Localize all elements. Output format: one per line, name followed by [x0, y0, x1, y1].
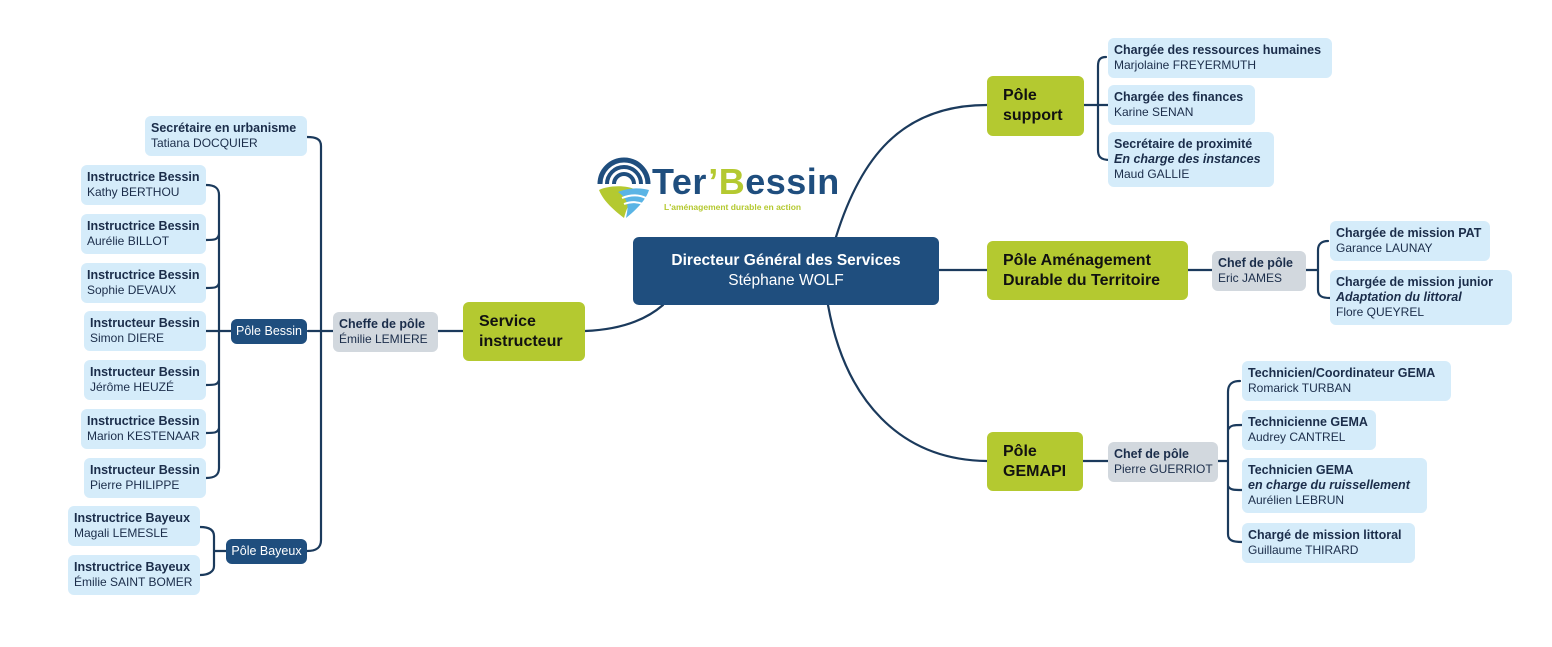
chef-de-pole-card[interactable]: Chef de pôle Pierre GUERRIOT — [1108, 442, 1218, 482]
member-card[interactable]: Technicienne GEMA Audrey CANTREL — [1242, 410, 1376, 450]
link-root-gemapi — [826, 303, 989, 463]
link-chef-vertical — [305, 135, 335, 553]
pole-amenagement[interactable]: Pôle Aménagement Durable du Territoire — [987, 241, 1188, 300]
service-instructeur[interactable]: Service instructeur — [463, 302, 585, 361]
member-card[interactable]: Instructrice Bessin Aurélie BILLOT — [81, 214, 206, 254]
member-card[interactable]: Chargée des ressources humaines Marjolai… — [1108, 38, 1332, 78]
pole-bayeux-tag[interactable]: Pôle Bayeux — [226, 539, 307, 564]
member-card[interactable]: Instructrice Bessin Sophie DEVAUX — [81, 263, 206, 303]
link-root-support — [834, 103, 989, 239]
member-card[interactable]: Instructeur Bessin Simon DIERE — [84, 311, 206, 351]
member-card[interactable]: Technicien GEMA en charge du ruisselleme… — [1242, 458, 1427, 513]
link-gemapi-bracket — [1215, 379, 1244, 544]
root-dgs[interactable]: Directeur Général des Services Stéphane … — [633, 237, 939, 305]
link-support-bracket — [1082, 55, 1112, 162]
logo-mark-icon — [597, 157, 651, 218]
terbessin-logo: Ter’Bessin L'aménagement durable en acti… — [596, 156, 839, 222]
root-name: Stéphane WOLF — [728, 272, 844, 289]
pole-bessin-tag[interactable]: Pôle Bessin — [231, 319, 307, 344]
member-card[interactable]: Instructeur Bessin Jérôme HEUZÉ — [84, 360, 206, 400]
member-card[interactable]: Instructrice Bessin Kathy BERTHOU — [81, 165, 206, 205]
member-card[interactable]: Instructrice Bessin Marion KESTENAAR — [81, 409, 206, 449]
logo-tagline: L'aménagement durable en action — [664, 202, 802, 212]
link-bessin-bracket — [204, 183, 233, 480]
member-card[interactable]: Secrétaire de proximité En charge des in… — [1108, 132, 1274, 187]
pole-gemapi[interactable]: Pôle GEMAPI — [987, 432, 1083, 491]
pole-support[interactable]: Pôle support — [987, 76, 1084, 136]
link-root-service — [583, 303, 665, 333]
member-card[interactable]: Instructeur Bessin Pierre PHILIPPE — [84, 458, 206, 498]
member-card[interactable]: Chargée de mission PAT Garance LAUNAY — [1330, 221, 1490, 261]
member-card[interactable]: Technicien/Coordinateur GEMA Romarick TU… — [1242, 361, 1451, 401]
chef-de-pole-card[interactable]: Chef de pôle Eric JAMES — [1212, 251, 1306, 291]
member-card[interactable]: Instructrice Bayeux Émilie SAINT BOMER — [68, 555, 200, 595]
member-card[interactable]: Chargée de mission junior Adaptation du … — [1330, 270, 1512, 325]
root-title: Directeur Général des Services — [671, 252, 901, 269]
link-amenagement-bracket — [1304, 239, 1332, 300]
member-card[interactable]: Chargé de mission littoral Guillaume THI… — [1242, 523, 1415, 563]
secretaire-card[interactable]: Secrétaire en urbanisme Tatiana DOCQUIER — [145, 116, 307, 156]
member-card[interactable]: Instructrice Bayeux Magali LEMESLE — [68, 506, 200, 546]
member-card[interactable]: Chargée des finances Karine SENAN — [1108, 85, 1255, 125]
cheffe-de-pole-card[interactable]: Cheffe de pôle Émilie LEMIERE — [333, 312, 438, 352]
logo-title: Ter’Bessin — [652, 161, 840, 202]
link-bayeux-bracket — [198, 525, 228, 577]
